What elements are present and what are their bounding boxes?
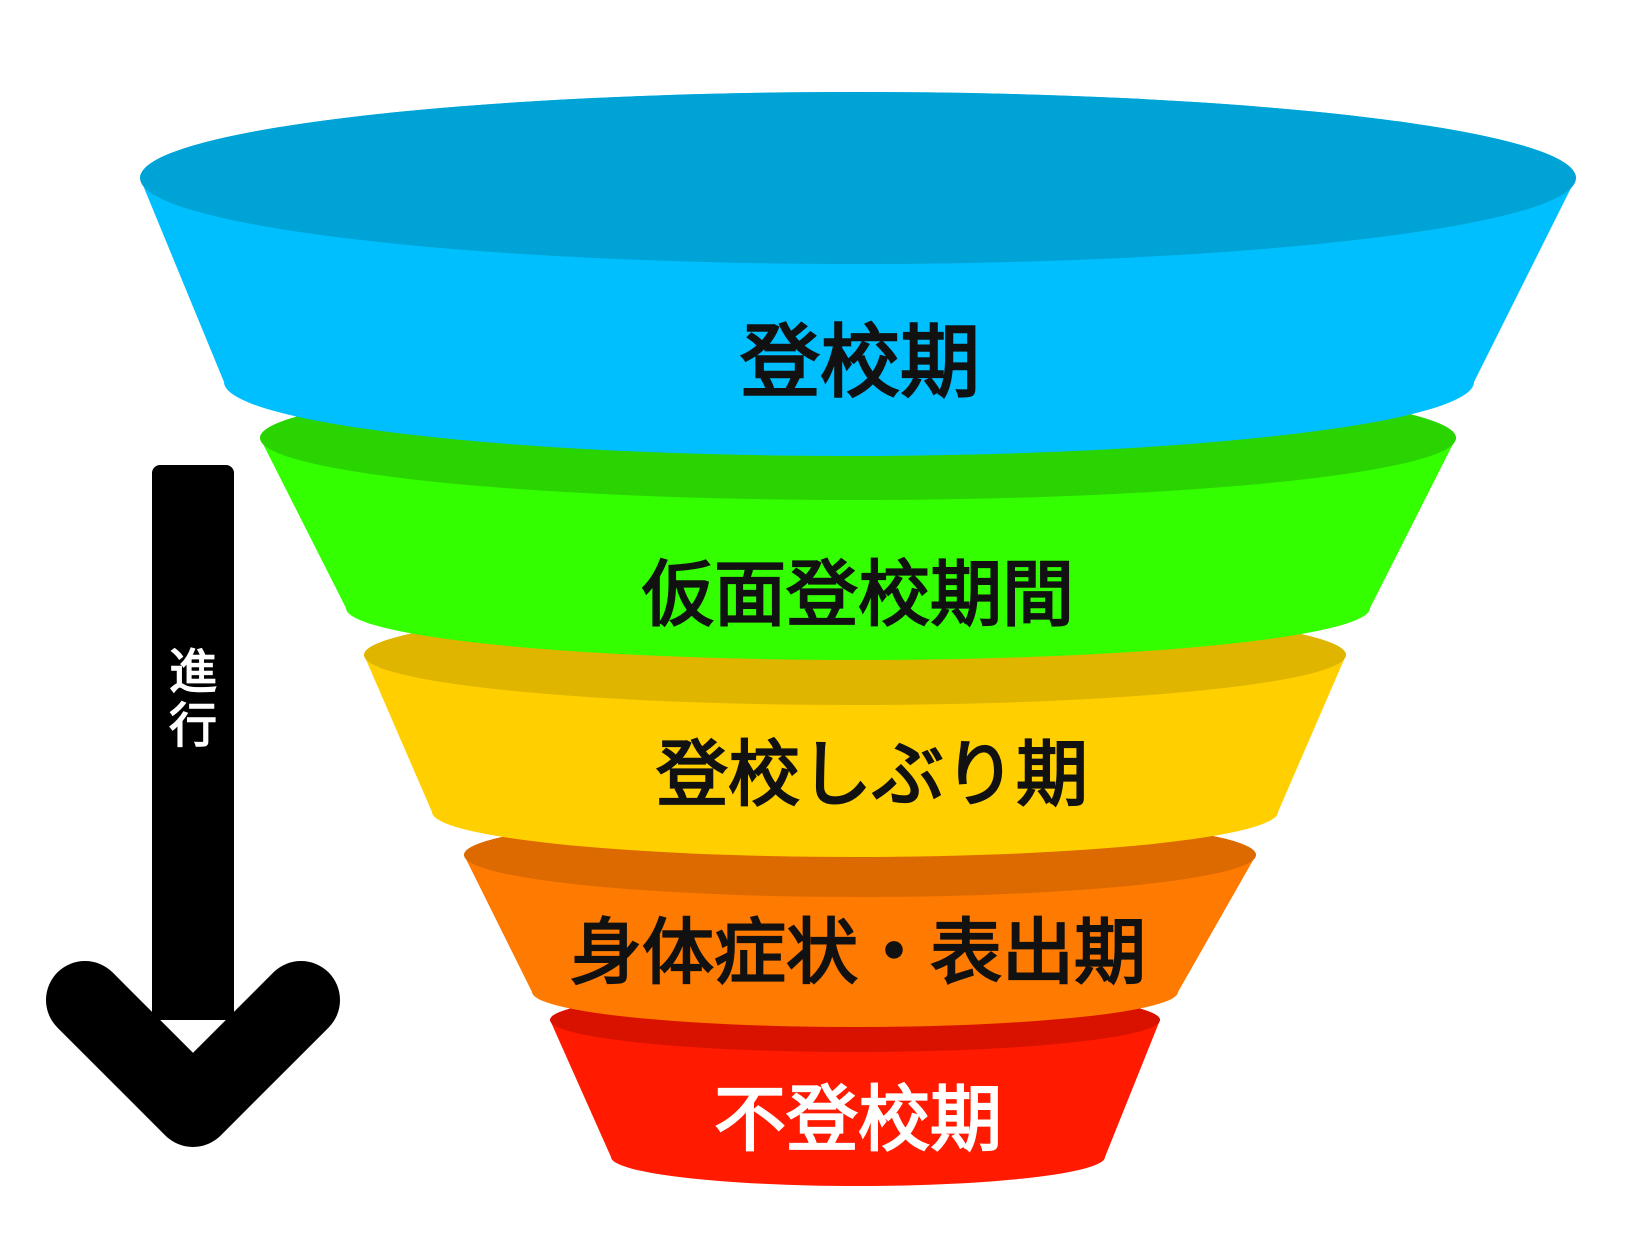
funnel-stage-1-top	[140, 92, 1576, 264]
funnel-stage-1: 登校期	[140, 92, 1576, 456]
funnel-stage-5-label: 不登校期	[714, 1078, 1002, 1162]
funnel-stage-2-label: 仮面登校期間	[641, 553, 1074, 637]
arrow-head	[46, 961, 340, 1147]
arrow-label-char: 進	[169, 644, 217, 700]
arrow-label-char: 行	[169, 698, 217, 754]
down-arrow-icon	[152, 465, 234, 1020]
funnel-stage-1-label: 登校期	[739, 316, 980, 409]
progress-arrow: 進 行	[46, 465, 340, 1147]
funnel-stage-4-label: 身体症状・表出期	[570, 911, 1146, 995]
funnel-stage-3-label: 登校しぶり期	[655, 733, 1088, 817]
